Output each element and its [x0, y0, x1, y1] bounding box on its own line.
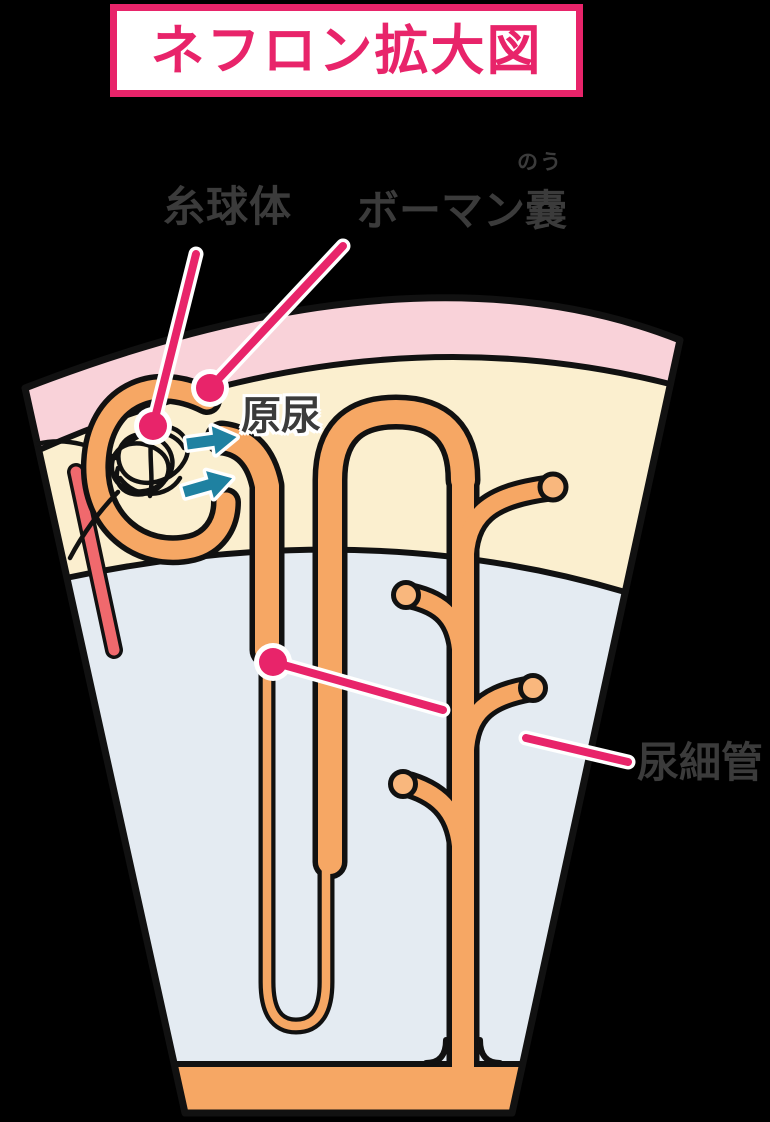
- leader-dot-glomerulus: [139, 412, 167, 440]
- duct-branch-tips: [388, 471, 569, 799]
- leader-line-glomerulus: [149, 250, 200, 430]
- distal-tubule: [318, 400, 475, 874]
- leader-line-bowman: [206, 242, 347, 392]
- flow-arrow-1: [182, 422, 241, 458]
- branch-tip-2: [391, 580, 421, 610]
- wedge-outline: [21, 294, 684, 1117]
- primary-urine-label: 原尿: [241, 394, 321, 438]
- title-box: ネフロン拡大図: [110, 4, 583, 97]
- renal-tubule-label: 尿細管: [637, 739, 764, 786]
- duct-branch-3: [456, 680, 538, 771]
- leader-dot-tubule: [259, 648, 287, 676]
- duct-branch-4: [401, 776, 470, 861]
- cortex-medulla-boundary-line: [65, 546, 626, 595]
- branch-tip-1: [537, 471, 569, 503]
- branch-tip-3: [518, 673, 548, 703]
- diagram-title: ネフロン拡大図: [150, 20, 543, 81]
- glomerulus-label: 糸球体: [163, 183, 293, 230]
- flow-arrows: [178, 422, 241, 502]
- duct-fillet-right: [477, 1037, 503, 1066]
- leader-line-tubule-right: [522, 734, 632, 766]
- duct-branch-1: [456, 479, 559, 574]
- branch-tip-4: [388, 769, 418, 799]
- flow-arrow-2: [178, 467, 236, 502]
- leader-line-tubule-left: [269, 658, 447, 714]
- blood-vessel: [67, 463, 123, 659]
- leader-dot-bowman: [196, 374, 224, 402]
- henle-loop: [262, 640, 331, 1031]
- glomerulus-tangle: [67, 424, 191, 561]
- bowmans-capsule: [86, 379, 236, 560]
- bowman-capsule-label: ボーマン嚢: [357, 187, 568, 234]
- duct-fillet-left: [423, 1037, 449, 1066]
- bowman-furigana-label: のう: [517, 151, 563, 174]
- leader-lines: [139, 242, 632, 766]
- renal-pelvis-band: [174, 1064, 521, 1113]
